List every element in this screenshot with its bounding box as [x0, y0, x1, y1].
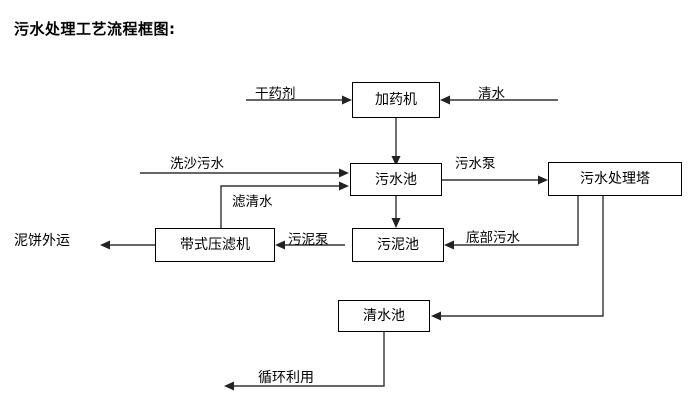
arrowhead-mudcake — [100, 240, 110, 250]
arrowhead-filtered-water — [339, 181, 349, 191]
edge-label-sandwash-wastewater: 洗沙污水 — [170, 156, 224, 172]
arrowhead-dry-chemical — [342, 95, 352, 105]
node-sludge-pool[interactable]: 污泥池 — [352, 228, 444, 262]
wire-tower-to-clear-water-pool — [440, 196, 604, 317]
arrowhead-wastewater-pump — [538, 175, 548, 185]
node-treatment-tower[interactable]: 污水处理塔 — [548, 162, 682, 196]
edge-label-filtered-clear-water: 滤清水 — [232, 194, 273, 210]
edge-label-clean-water: 清水 — [478, 86, 505, 102]
edge-label-dry-chemical: 干药剂 — [255, 86, 296, 102]
arrowhead-recycle — [224, 381, 234, 391]
terminal-label-mud-cake-out: 泥饼外运 — [14, 233, 70, 249]
arrowhead-sludge-pump — [275, 240, 285, 250]
page-title: 污水处理工艺流程框图: — [14, 20, 176, 38]
arrowhead-sandwash — [339, 168, 349, 178]
node-belt-filter-press[interactable]: 带式压滤机 — [155, 228, 275, 262]
edge-label-sludge-pump: 污泥泵 — [288, 232, 329, 248]
node-dosing-machine[interactable]: 加药机 — [352, 82, 440, 118]
arrowhead-to-sludge-pool — [391, 218, 401, 228]
arrowhead-clear-water-pool — [431, 311, 441, 321]
arrowhead-clean-water — [440, 95, 450, 105]
node-clear-water-pool[interactable]: 清水池 — [338, 300, 430, 332]
edge-label-wastewater-pump: 污水泵 — [455, 156, 496, 172]
edge-label-bottom-wastewater: 底部污水 — [466, 230, 520, 246]
terminal-label-recycle-reuse: 循环利用 — [258, 370, 314, 386]
arrowhead-bottom-wastewater — [444, 240, 454, 250]
node-wastewater-pool[interactable]: 污水池 — [350, 163, 442, 196]
